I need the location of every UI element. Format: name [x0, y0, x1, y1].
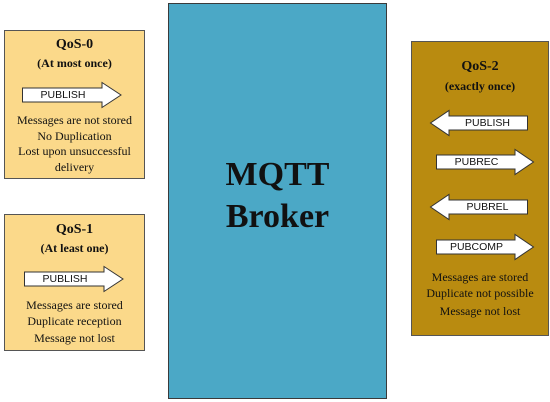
qos0-publish-arrow: PUBLISH — [22, 81, 122, 109]
qos1-title: QoS-1 — [55, 222, 94, 237]
qos2-notes: Messages are stored Duplicate not possib… — [412, 270, 548, 320]
qos2-publish-label: PUBLISH — [465, 117, 510, 129]
broker-label-line1: MQTT — [225, 156, 330, 193]
qos2-note-3: Message not lost — [439, 304, 521, 318]
qos1-note-2: Duplicate reception — [27, 313, 122, 328]
left-arrow-icon — [429, 109, 528, 137]
mqtt-broker: MQTT Broker — [168, 3, 387, 399]
qos1-subtitle: (At least one) — [40, 241, 109, 255]
qos2-note-2: Duplicate not possible — [426, 285, 534, 300]
broker-label-line2: Broker — [225, 198, 330, 235]
qos0-title: QoS-0 — [55, 37, 94, 52]
qos0-box: QoS-0 (At most once) PUBLISH Messages ar… — [4, 30, 145, 179]
right-arrow-icon — [22, 81, 122, 109]
qos0-subtitle: (At most once) — [37, 56, 112, 70]
right-arrow-icon — [24, 265, 124, 293]
qos2-subtitle: (exactly once) — [444, 79, 516, 93]
right-arrow-icon — [436, 233, 535, 261]
qos1-note-3: Message not lost — [34, 331, 115, 345]
right-arrow-icon — [436, 148, 535, 176]
qos0-notes: Messages are not stored No Duplication L… — [5, 113, 144, 175]
qos1-publish-arrow: PUBLISH — [24, 265, 124, 293]
qos2-pubcomp-arrow: PUBCOMP — [436, 233, 535, 261]
qos2-pubcomp-label: PUBCOMP — [449, 241, 504, 253]
qos0-publish-label: PUBLISH — [40, 89, 86, 101]
broker-label: MQTT Broker — [169, 154, 386, 238]
qos1-publish-label: PUBLISH — [42, 273, 88, 285]
qos0-note-4: delivery — [54, 159, 95, 174]
qos2-publish-arrow: PUBLISH — [429, 109, 528, 137]
qos2-pubrel-arrow: PUBREL — [429, 193, 528, 221]
qos0-note-2: No Duplication — [37, 128, 112, 143]
qos2-note-1: Messages are stored — [431, 270, 529, 284]
qos1-box: QoS-1 (At least one) PUBLISH Messages ar… — [4, 214, 145, 351]
left-arrow-icon — [429, 193, 528, 221]
qos2-pubrel-label: PUBREL — [466, 201, 509, 213]
qos2-pubrec-arrow: PUBREC — [436, 148, 535, 176]
qos1-note-1: Messages are stored — [26, 298, 123, 312]
qos2-pubrec-label: PUBREC — [454, 156, 499, 168]
qos0-note-3: Lost upon unsuccessful — [18, 144, 131, 158]
qos2-box: QoS-2 (exactly once) PUBLISH PUBREC PUBR… — [411, 41, 549, 336]
qos0-note-1: Messages are not stored — [17, 113, 132, 127]
qos1-notes: Messages are stored Duplicate reception … — [5, 298, 144, 347]
qos2-title: QoS-2 — [461, 59, 499, 74]
